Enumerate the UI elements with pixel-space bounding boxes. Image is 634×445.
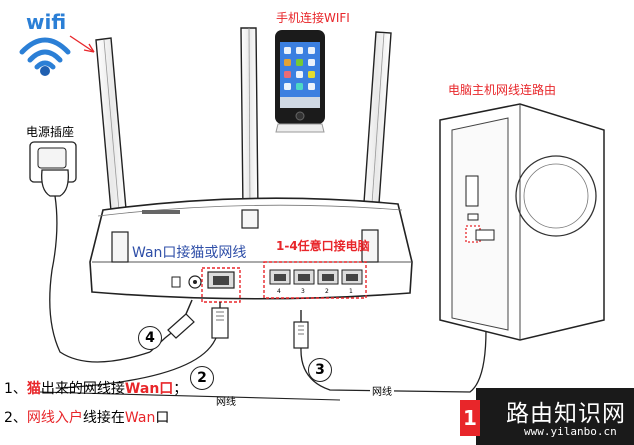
instruction-1-suffix: ； — [173, 381, 188, 397]
marker-3-label: 3 — [315, 362, 325, 378]
pc-caption: 电脑主机网线连路由 — [448, 83, 557, 97]
instruction-1-prefix: 1、 — [4, 381, 27, 397]
instruction-2-suffix: 口 — [155, 410, 170, 426]
wan-cable — [39, 302, 341, 401]
wan-caption: Wan口接猫或网线 — [132, 245, 247, 261]
power-outlet-icon — [29, 141, 151, 363]
port-label: 3 — [301, 288, 305, 295]
wifi-icon — [19, 37, 71, 76]
marker-4: 4 — [138, 326, 162, 350]
phone-icon — [275, 30, 325, 133]
pc-tower-icon — [439, 103, 605, 341]
instruction-1-hl2: Wan口 — [124, 381, 174, 397]
instruction-2-hl: 网线入户 — [26, 410, 83, 426]
marker-2-label: 2 — [197, 370, 207, 386]
arrow-icon — [69, 35, 95, 53]
instruction-2-prefix: 2、 — [4, 410, 27, 426]
marker-4-label: 4 — [145, 330, 155, 346]
power-caption: 电源插座 — [26, 125, 75, 139]
marker-3: 3 — [308, 358, 332, 382]
brand-mark: 1 — [460, 400, 480, 436]
brand-url: www.yilanbo.cn — [524, 425, 617, 438]
lan-cable — [293, 230, 487, 393]
wan-port — [201, 267, 241, 303]
port-label: 2 — [325, 288, 329, 295]
phone-caption: 手机连接WIFI — [276, 11, 350, 25]
cable-label-lan: 网线 — [370, 387, 394, 398]
brand-watermark: 1 路由知识网 www.yilanbo.cn — [460, 388, 634, 445]
antenna-left — [95, 37, 129, 235]
marker-2: 2 — [190, 366, 214, 390]
instruction-line-2: 2、网线入户线接在Wan口 — [4, 407, 169, 427]
instruction-1-mid: 出来的网线接 — [40, 381, 125, 397]
antenna-middle — [240, 27, 259, 213]
instruction-1-hl: 猫 — [26, 381, 41, 397]
power-port — [171, 275, 202, 289]
port-label: 1 — [349, 288, 353, 295]
lan-ports — [263, 261, 367, 299]
instruction-2-hl2: Wan — [124, 410, 156, 426]
cable-label-wan: 网线 — [214, 397, 238, 408]
instruction-2-mid: 线接在 — [82, 410, 125, 426]
instruction-line-1: 1、猫出来的网线接Wan口； — [4, 378, 187, 398]
port-label: 4 — [277, 288, 281, 295]
wifi-label: wifi — [26, 10, 67, 34]
lan-caption: 1-4任意口接电脑 — [276, 239, 370, 253]
brand-name: 路由知识网 — [506, 401, 626, 427]
